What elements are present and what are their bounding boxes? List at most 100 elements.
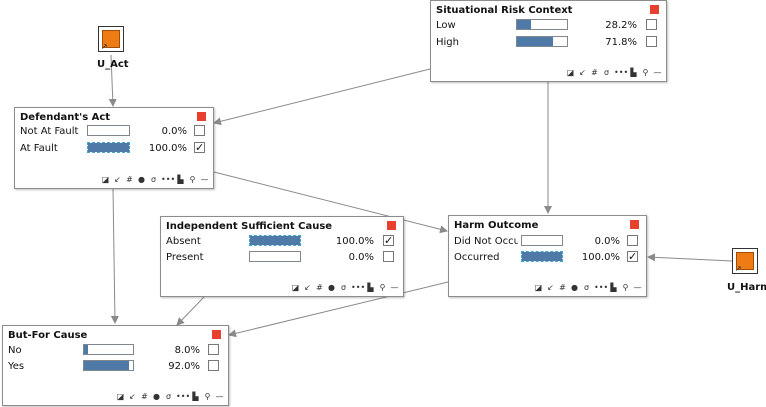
evidence-checkbox[interactable] [194,125,205,136]
grid-icon[interactable]: # [141,392,148,401]
evidence-checkbox[interactable]: ✓ [627,250,638,263]
state-row[interactable]: Absent 100.0% ✓ [161,235,403,249]
export-icon[interactable]: ◪ [566,68,575,77]
close-button[interactable] [630,220,639,229]
u-harm-square-icon [736,252,754,270]
close-button[interactable] [197,112,206,121]
evidence-checkbox[interactable] [627,235,638,246]
probability-value: 100.0% [335,236,374,247]
export-icon[interactable]: ◪ [116,392,125,401]
evidence-checkbox[interactable]: ✓ [383,234,394,247]
edge-situational-defendant [213,68,431,126]
export-icon[interactable]: ◪ [291,283,300,292]
minimize-icon[interactable]: — [653,68,662,77]
grid-icon[interactable]: # [591,68,598,77]
bar-fill [522,252,562,261]
state-row[interactable]: Not At Fault 0.0% [15,125,213,139]
node-toolbar: ◪ ↙ # ● σ •••▙ ⚲ — [534,283,642,293]
export-icon[interactable]: ◪ [534,283,543,292]
state-row[interactable]: At Fault 100.0% ✓ [15,142,213,156]
zoom-icon[interactable]: ⚲ [204,392,211,401]
u-harm-node[interactable]: ↗ [732,248,758,274]
evidence-checkbox[interactable] [646,36,657,47]
arrow-icon[interactable]: ↙ [579,68,586,77]
node-toolbar: ◪ ↙ # ● σ •••▙ ⚲ — [116,392,224,402]
defendants-act-node[interactable]: Defendant's Act Not At Fault 0.0% At Fau… [14,107,214,189]
probability-bar [521,235,563,246]
bar-fill [250,236,300,245]
histogram-icon[interactable]: ▙ [177,175,184,184]
probability-value: 92.0% [168,361,200,372]
state-row[interactable]: Present 0.0% [161,251,403,265]
state-row[interactable]: Did Not Occu 0.0% [449,235,646,249]
node-title: Situational Risk Context [436,5,573,16]
state-label: Absent [166,236,201,247]
harm-outcome-node[interactable]: Harm Outcome Did Not Occu 0.0% Occurred … [448,215,647,297]
evidence-checkbox[interactable] [646,19,657,30]
grid-icon[interactable]: # [559,283,566,292]
probability-value: 0.0% [348,252,374,263]
u-act-square-icon [102,30,120,48]
more-icon[interactable]: ••• [614,68,629,77]
but-for-cause-node[interactable]: But-For Cause No 8.0% Yes 92.0% ◪↙#●σ•••… [2,325,229,406]
histogram-icon[interactable]: ▙ [192,392,199,401]
state-row[interactable]: Low 28.2% [431,19,666,33]
arrow-icon[interactable]: ↙ [304,283,311,292]
more-icon[interactable]: ••• [351,283,366,292]
zoom-icon[interactable]: ⚲ [622,283,629,292]
dot-icon[interactable]: ● [153,392,160,401]
probability-bar [521,251,563,262]
zoom-icon[interactable]: ⚲ [379,283,386,292]
state-row[interactable]: Yes 92.0% [3,360,228,374]
node-toolbar: ◪ ↙ # ● σ •••▙ ⚲ — [101,175,209,185]
evidence-checkbox[interactable]: ✓ [194,141,205,154]
state-row[interactable]: No 8.0% [3,344,228,358]
state-row[interactable]: Occurred 100.0% ✓ [449,251,646,265]
probability-bar [87,142,130,153]
evidence-checkbox[interactable] [208,344,219,355]
dot-icon[interactable]: ● [571,283,578,292]
histogram-icon[interactable]: ▙ [367,283,374,292]
histogram-icon[interactable]: ▙ [630,68,637,77]
sigma-icon[interactable]: σ [150,175,157,184]
minimize-icon[interactable]: — [200,175,209,184]
edge-defendant-harm [213,171,448,234]
probability-value: 8.0% [174,345,200,356]
grid-icon[interactable]: # [316,283,323,292]
close-button[interactable] [387,221,396,230]
more-icon[interactable]: ••• [161,175,176,184]
close-button[interactable] [650,5,659,14]
dot-icon[interactable]: ● [138,175,145,184]
close-button[interactable] [212,330,221,339]
evidence-checkbox[interactable] [208,360,219,371]
dot-icon[interactable]: ● [328,283,335,292]
more-icon[interactable]: ••• [594,283,609,292]
zoom-icon[interactable]: ⚲ [642,68,649,77]
bar-fill [84,345,88,354]
state-row[interactable]: High 71.8% [431,36,666,50]
node-toolbar: ◪ ↙ # σ •••▙ ⚲ — [566,68,662,78]
export-icon[interactable]: ◪ [101,175,110,184]
minimize-icon[interactable]: — [633,283,642,292]
u-harm-label: U_Harm [727,282,766,293]
independent-cause-node[interactable]: Independent Sufficient Cause Absent 100.… [160,216,404,297]
arrow-icon[interactable]: ↙ [129,392,136,401]
more-icon[interactable]: ••• [176,392,191,401]
situational-risk-node[interactable]: Situational Risk Context Low 28.2% High … [430,0,667,82]
grid-icon[interactable]: # [126,175,133,184]
probability-value: 28.2% [605,20,637,31]
arrow-icon[interactable]: ↙ [547,283,554,292]
minimize-icon[interactable]: — [390,283,399,292]
u-act-node[interactable]: ↗ [98,26,124,52]
evidence-checkbox[interactable] [383,251,394,262]
node-title: Independent Sufficient Cause [166,221,333,232]
arrow-icon[interactable]: ↙ [114,175,121,184]
minimize-icon[interactable]: — [215,392,224,401]
state-label: Present [166,252,204,263]
zoom-icon[interactable]: ⚲ [189,175,196,184]
histogram-icon[interactable]: ▙ [610,283,617,292]
sigma-icon[interactable]: σ [340,283,347,292]
sigma-icon[interactable]: σ [165,392,172,401]
sigma-icon[interactable]: σ [603,68,610,77]
sigma-icon[interactable]: σ [583,283,590,292]
